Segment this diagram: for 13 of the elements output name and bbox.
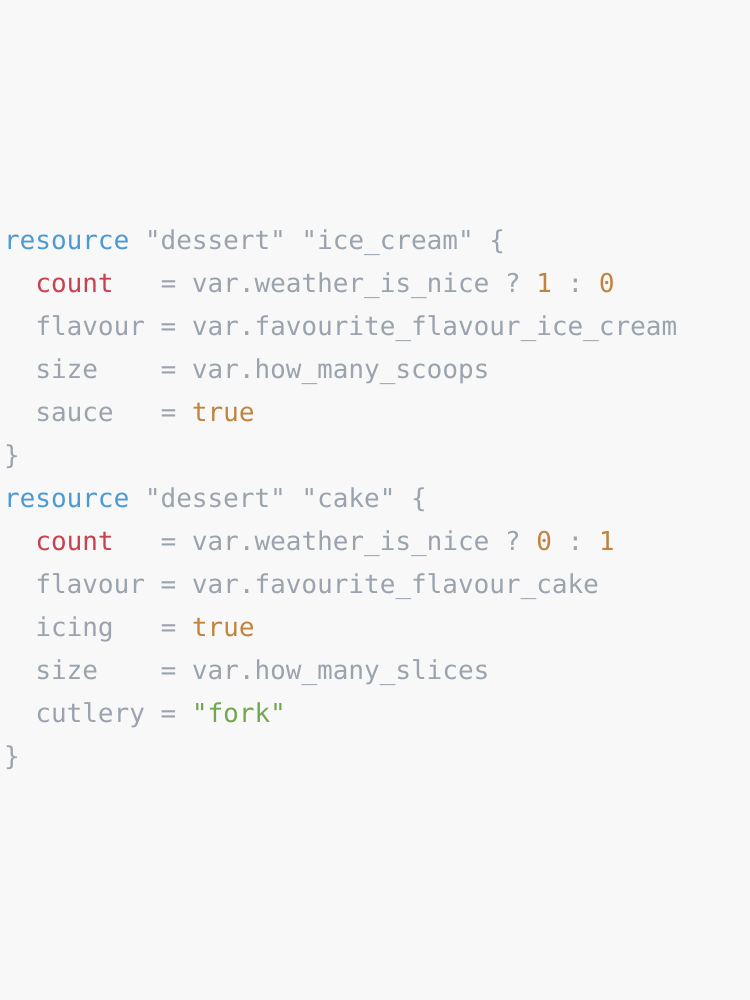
code-line: icing = true	[34, 612, 254, 645]
code-line: resource "dessert" "ice_cream" {	[4, 225, 505, 258]
code-line: flavour = var.favourite_flavour_cake	[34, 569, 599, 602]
code-line: count = var.weather_is_nice ? 0 : 1	[34, 526, 615, 559]
code-line: cutlery = "fork"	[34, 698, 286, 731]
code-line: size = var.how_many_slices	[34, 655, 490, 688]
code-line: }	[4, 440, 20, 473]
code-line: flavour = var.favourite_flavour_ice_cream	[34, 311, 678, 344]
code-line: sauce = true	[34, 397, 254, 430]
code-line: size = var.how_many_scoops	[34, 354, 490, 387]
code-line: count = var.weather_is_nice ? 1 : 0	[34, 268, 615, 301]
code-line: }	[4, 741, 20, 774]
code-line: resource "dessert" "cake" {	[4, 483, 427, 516]
